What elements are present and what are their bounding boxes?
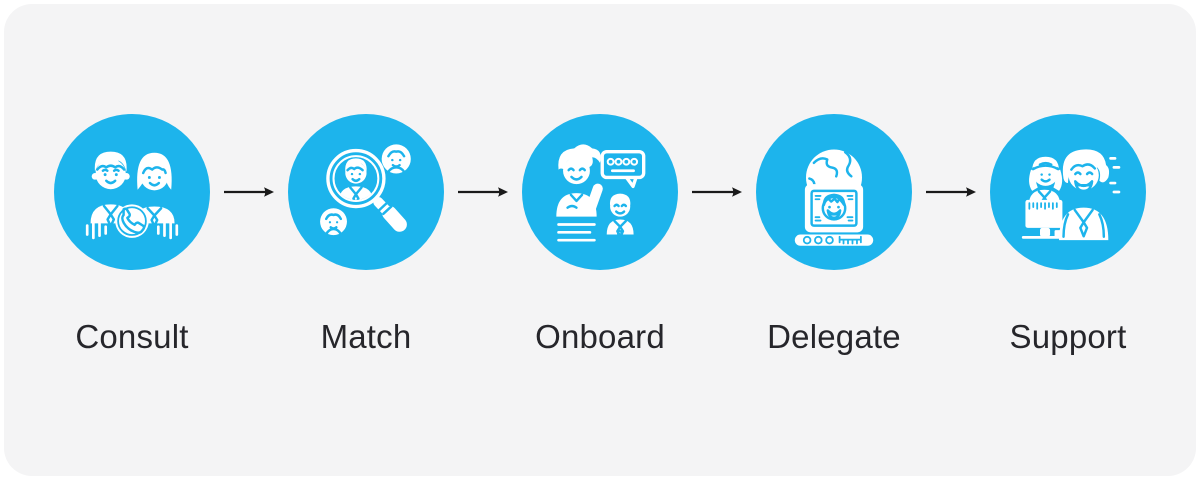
- step-support: Support: [990, 114, 1146, 357]
- step-label-match: Match: [320, 318, 412, 355]
- step-circle-consult: [54, 114, 210, 270]
- step-delegate: Delegate: [756, 114, 912, 357]
- support-agents-icon: [1021, 149, 1121, 241]
- process-flow: Consult: [54, 114, 1146, 357]
- arrow-right-icon: [458, 187, 508, 197]
- flow-arrow: [210, 114, 288, 200]
- step-circle-support: [990, 114, 1146, 270]
- step-label-support: Support: [1009, 318, 1127, 355]
- flow-arrow: [912, 114, 990, 200]
- step-circle-onboard: [522, 114, 678, 270]
- step-match: Match: [288, 114, 444, 357]
- step-consult: Consult: [54, 114, 210, 357]
- match-magnifier-candidates-icon: [320, 144, 411, 236]
- arrow-right-icon: [926, 187, 976, 197]
- onboard-welcome-chat-icon: [556, 144, 646, 242]
- arrow-right-icon: [224, 187, 274, 197]
- step-label-consult: Consult: [75, 318, 189, 355]
- process-flow-card: Consult: [4, 4, 1196, 476]
- step-circle-delegate: [756, 114, 912, 270]
- step-circle-match: [288, 114, 444, 270]
- step-label-onboard: Onboard: [535, 318, 665, 355]
- delegate-laptop-globe-icon: [794, 149, 874, 246]
- arrow-right-icon: [692, 187, 742, 197]
- step-onboard: Onboard: [522, 114, 678, 357]
- step-label-delegate: Delegate: [767, 318, 901, 355]
- flow-arrow: [678, 114, 756, 200]
- flow-arrow: [444, 114, 522, 200]
- consult-people-phone-icon: [85, 151, 179, 240]
